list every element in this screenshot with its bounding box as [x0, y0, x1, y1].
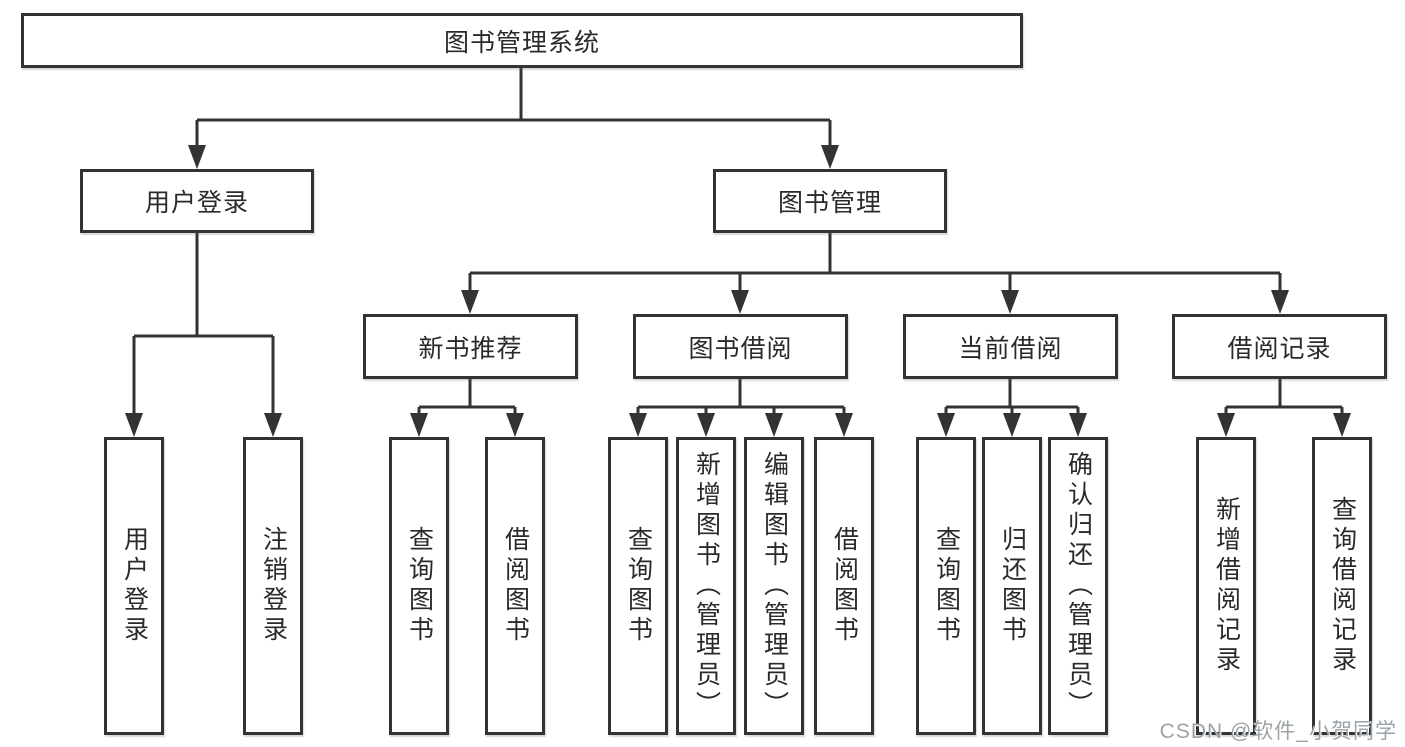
leaf-confirm-return-admin: 确认归还（管理员）	[1048, 437, 1108, 735]
arrowhead	[1217, 413, 1235, 437]
leaf-edit-books-admin-label: 编辑图书（管理员）	[760, 451, 789, 721]
arrowhead	[1001, 290, 1019, 314]
leaf-query-borrow-record: 查询借阅记录	[1312, 437, 1372, 735]
leaf-query-borrow-record-label: 查询借阅记录	[1328, 496, 1357, 676]
arrowhead	[731, 290, 749, 314]
arrowhead	[937, 413, 955, 437]
arrowhead	[264, 413, 282, 437]
arrowhead	[410, 413, 428, 437]
node-book-management: 图书管理	[713, 169, 947, 233]
node-root: 图书管理系统	[21, 13, 1023, 68]
arrowhead	[506, 413, 524, 437]
arrowhead	[1271, 290, 1289, 314]
watermark: CSDN @软件_小贺同学	[1159, 720, 1397, 743]
arrowhead	[1069, 413, 1087, 437]
leaf-borrow-books-recommend: 借阅图书	[485, 437, 545, 735]
leaf-borrow-books-borrowing-label: 借阅图书	[830, 526, 859, 646]
leaf-confirm-return-admin-label: 确认归还（管理员）	[1064, 451, 1093, 721]
node-user-login: 用户登录	[80, 169, 314, 233]
leaf-borrow-books-recommend-label: 借阅图书	[501, 526, 530, 646]
leaf-logout: 注销登录	[243, 437, 303, 735]
leaf-return-books: 归还图书	[982, 437, 1042, 735]
node-new-book-recommendation: 新书推荐	[363, 314, 578, 379]
arrowhead	[1003, 413, 1021, 437]
arrowhead	[125, 413, 143, 437]
leaf-edit-books-admin: 编辑图书（管理员）	[744, 437, 804, 735]
arrowhead	[1333, 413, 1351, 437]
leaf-query-books-current: 查询图书	[916, 437, 976, 735]
node-book-borrowing: 图书借阅	[633, 314, 848, 379]
leaf-add-borrow-record: 新增借阅记录	[1196, 437, 1256, 735]
node-root-label: 图书管理系统	[443, 28, 600, 57]
arrowhead	[188, 145, 206, 169]
leaf-user-login-label: 用户登录	[120, 526, 149, 646]
node-current-borrowing: 当前借阅	[903, 314, 1118, 379]
leaf-query-books-borrowing-label: 查询图书	[624, 526, 653, 646]
node-book-management-label: 图书管理	[777, 189, 882, 217]
arrowhead	[835, 413, 853, 437]
node-user-login-label: 用户登录	[144, 189, 249, 217]
leaf-query-books-recommend: 查询图书	[389, 437, 449, 735]
arrowhead	[821, 145, 839, 169]
node-borrowing-records-label: 借阅记录	[1227, 334, 1332, 363]
leaf-query-books-recommend-label: 查询图书	[405, 526, 434, 646]
node-book-borrowing-label: 图书借阅	[688, 334, 793, 363]
leaf-query-books-borrowing: 查询图书	[608, 437, 668, 735]
leaf-add-borrow-record-label: 新增借阅记录	[1212, 496, 1241, 676]
arrowhead	[765, 413, 783, 437]
leaf-add-books-admin-label: 新增图书（管理员）	[692, 451, 721, 721]
node-borrowing-records: 借阅记录	[1172, 314, 1387, 379]
leaf-logout-label: 注销登录	[259, 526, 288, 646]
leaf-add-books-admin: 新增图书（管理员）	[676, 437, 736, 735]
leaf-borrow-books-borrowing: 借阅图书	[814, 437, 874, 735]
arrowhead	[461, 290, 479, 314]
tree-edges	[132, 68, 1344, 418]
node-current-borrowing-label: 当前借阅	[958, 334, 1063, 363]
arrowhead	[629, 413, 647, 437]
arrowhead	[697, 413, 715, 437]
leaf-user-login: 用户登录	[104, 437, 164, 735]
leaf-query-books-current-label: 查询图书	[932, 526, 961, 646]
node-new-book-recommendation-label: 新书推荐	[418, 334, 523, 363]
leaf-return-books-label: 归还图书	[998, 526, 1027, 646]
